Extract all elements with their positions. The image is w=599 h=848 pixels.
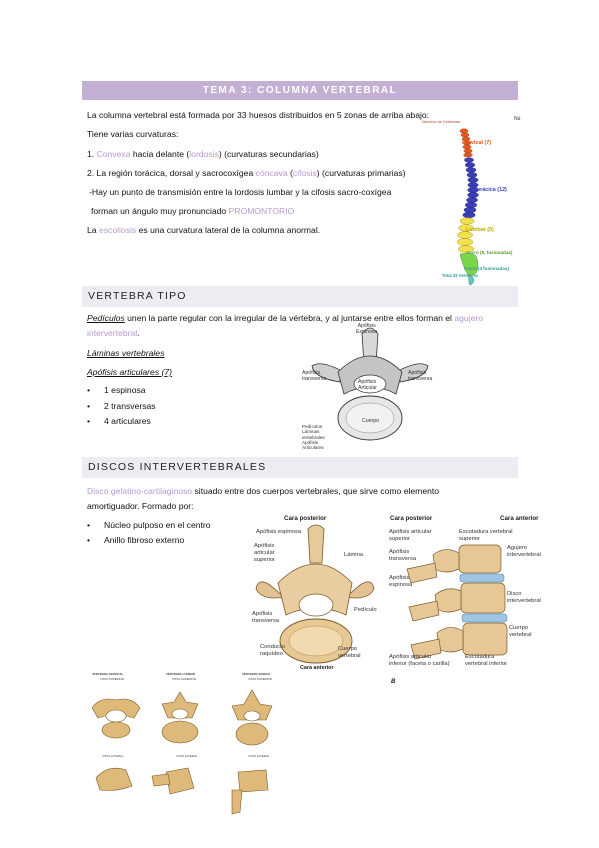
spine-illustration [457,128,479,286]
section-discos: DISCOS INTERVERTEBRALES [82,457,518,478]
fig-b-transversa: Apófisis transversa [389,549,417,562]
label-sacro: Sacro (5, fusionadas) [466,250,513,255]
fig-a-pediculo: Pedículo [354,607,377,613]
fig-a-cara-posterior: Cara posterior [284,515,327,522]
label-lumbar: Lumbar (5) [466,227,494,233]
section-vertebra-tipo: VERTEBRA TIPO [82,286,518,307]
fig-b-cara-anterior: Cara anterior [500,515,539,522]
label-cervical: Cervical (7) [462,140,492,146]
disc-figure-c: VÉRTEBRA CERVICAL VÉRTEBRA LUMBAR VÉRTEB… [82,670,297,815]
fig-a-conducto: Conducto raquídeo [260,644,285,657]
curvature-4: forman un ángulo muy pronunciado PROMONT… [91,206,295,216]
bullet-espinosa: 1 espinosa [87,385,145,395]
disc-figure-b: Cara posterior Cara anterior Apófisis ar… [385,515,541,685]
fig-c-vista-lat-1: VISTA LATERAL [102,754,124,758]
fig-b-cara-posterior: Cara posterior [390,515,433,522]
apofisis-heading: Apófisis articulares (7) [87,367,173,377]
fig-b-art-sup: Apófisis articular superior [389,529,432,542]
fig-cuerpo: Cuerpo [362,418,380,424]
fig-a-cara-anterior: Cara anterior [300,665,334,671]
fig-c-dorsal: VÉRTEBRA DORSAL [242,672,271,676]
fig-transversa-left: Apófisis transversa [302,370,327,382]
fig-b-escotadura-sup: Escotadura vertebral superior [459,529,513,542]
fig-a-art-sup: Apófisis articular superior [254,543,275,563]
bullet-transversas: 2 transversas [87,401,155,411]
fig-c-lumbar: VÉRTEBRA LUMBAR [166,672,196,676]
bullet-articulares: 4 articulares [87,416,151,426]
fig-b-letter: B [391,678,396,685]
section-title: DISCOS INTERVERTEBRALES [88,461,267,473]
vertebra-illustration [311,327,429,441]
section-title: VERTEBRA TIPO [88,290,187,302]
fig-articular: Apófisis Articular [358,379,378,391]
bullet-anillo: Anillo fibroso externo [87,535,184,545]
fig-a-lamina: Lámina [344,552,364,558]
curvature-1: 1. Convexa hacia delante (lordosis) (cur… [87,149,319,159]
label-toracica: Torácica (12) [474,187,507,193]
fig-legend: Pedículos Láminas vertebrales Apófisis A… [302,424,325,451]
fig-a-espinosa: Apófisis espinosa [256,529,302,535]
intro-line-2: Tiene varias curvaturas: [87,129,179,139]
spine-title: Número de Vértebras [422,119,461,124]
fig-a-transversa: Apófisis transversa [252,611,280,624]
fig-b-illustration [406,544,508,660]
curvature-3: -Hay un punto de transmisión entre la lo… [89,187,392,197]
page-title-banner: TEMA 3: COLUMNA VERTEBRAL [82,81,518,100]
disc-figure-a: Cara posterior Apófisis espinosa Apófisi… [250,515,380,675]
fig-b-agujero: Agujero intervertebral [507,545,541,558]
fig-c-vista-sup-3: VISTA SUPERIOR [248,677,272,681]
fig-a-cuerpo: Cuerpo vertebral [338,646,361,659]
fig-b-espinosa: Apófisis espinosa [389,575,413,588]
bullet-nucleo: Núcleo pulposo en el centro [87,520,210,530]
spine-corner-text: Nú [514,116,521,122]
fig-c-illustration [91,689,273,815]
fig-b-art-inf: Apófisis articular inferior (faceta o ca… [389,654,450,667]
fig-a-illustration [255,524,375,664]
fig-c-vista-lat-3: VISTA LATERAL [248,754,270,758]
curvature-2: 2. La región torácica, dorsal y sacrocox… [87,168,406,178]
spine-figure: Número de Vértebras Nú [422,115,522,286]
label-coxis: Coxis (4 fusionadas) [464,266,509,271]
fig-b-escotadura-inf: Escotadura vertebral inferior [465,654,507,667]
intro-line-1: La columna vertebral está formada por 33… [87,110,430,120]
fig-c-cervical: VÉRTEBRA CERVICAL [92,672,124,676]
fig-c-vista-sup-2: VISTA SUPERIOR [172,677,196,681]
fig-espinosa: Apófisis Espinosa [356,323,378,335]
pediculos-line-2: intervertebral. [87,328,140,338]
fig-transversa-right: Apófisis transversa [408,370,433,382]
discos-line-1: Disco gelatino-cartilaginoso situado ent… [87,486,440,496]
fig-b-disco: Disco intervertebral [507,591,541,604]
discos-line-2: amortiguador. Formado por: [87,501,194,511]
fig-b-cuerpo: Cuerpo vertebral [509,625,532,638]
pediculos-line-1: Pedículos unen la parte regular con la i… [87,313,484,323]
scoliosis-line: La escoliosis es una curvatura lateral d… [87,225,321,235]
fig-c-vista-sup-1: VISTA SUPERIOR [100,677,124,681]
vertebra-tipo-figure: Apófisis Espinosa Apófisis transversa Ap… [300,320,440,455]
laminas-heading: Láminas vertebrales [87,348,165,358]
label-total: Total 33 Vértebras [442,273,478,278]
page-title: TEMA 3: COLUMNA VERTEBRAL [202,85,398,96]
fig-c-vista-lat-2: VISTA LATERAL [176,754,198,758]
